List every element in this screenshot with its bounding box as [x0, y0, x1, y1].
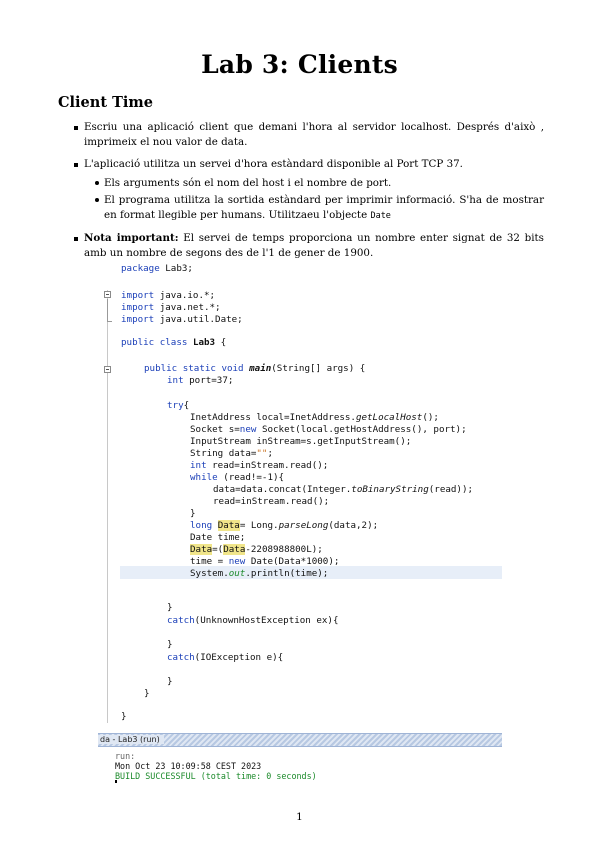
code-line: System.out.println(time);	[190, 568, 329, 579]
sub-bullet-item: El programa utilitza la sortida estàndar…	[58, 193, 544, 224]
code-line: time = new Date(Data*1000);	[190, 556, 340, 567]
code-line: public class Lab3 {	[121, 337, 227, 348]
output-tab-label[interactable]: da - Lab3 (run)	[98, 735, 164, 744]
date-class-name: Date	[370, 211, 391, 221]
fold-icon	[104, 291, 111, 298]
output-line: run:	[115, 751, 136, 761]
sub-bullet-item: Els arguments són el nom del host i el n…	[58, 176, 544, 191]
code-line: public static void main(String[] args) {	[144, 363, 366, 374]
code-line: int port=37;	[167, 375, 234, 386]
bullet-list: Escriu una aplicació client que demani l…	[58, 120, 544, 268]
text-cursor	[115, 780, 117, 783]
code-line: String data="";	[190, 448, 274, 459]
code-line: catch(IOException e){	[167, 652, 284, 663]
code-line: InetAddress local=InetAddress.getLocalHo…	[190, 412, 439, 423]
note-text: El servei de temps proporciona un nombre…	[84, 232, 544, 259]
bullet-item: L'aplicació utilitza un servei d'hora es…	[58, 157, 544, 172]
bullet-item-note: Nota important: El servei de temps propo…	[58, 231, 544, 261]
code-line: int read=inStream.read();	[190, 460, 329, 471]
code-line: }	[167, 676, 173, 687]
output-line: BUILD SUCCESSFUL (total time: 0 seconds)	[115, 771, 317, 781]
editor-gutter	[107, 290, 108, 723]
code-line: data=data.concat(Integer.toBinaryString(…	[213, 484, 474, 495]
code-line: catch(UnknownHostException ex){	[167, 615, 339, 626]
code-line: }	[144, 688, 150, 699]
sub-bullet-text: El programa utilitza la sortida estàndar…	[104, 194, 544, 221]
code-screenshot: package Lab3; import java.io.*; import j…	[98, 258, 502, 783]
fold-guide-end	[107, 321, 112, 322]
code-line: while (read!=-1){	[190, 472, 285, 483]
page-number: 1	[296, 811, 303, 823]
code-line: Socket s=new Socket(local.getHostAddress…	[190, 424, 467, 435]
output-line: Mon Oct 23 10:09:58 CEST 2023	[115, 761, 262, 771]
output-tab-bar[interactable]: da - Lab3 (run)	[98, 733, 502, 747]
code-line: import java.net.*;	[121, 302, 221, 313]
bullet-item: Escriu una aplicació client que demani l…	[58, 120, 544, 150]
page-title: Lab 3: Clients	[201, 50, 398, 79]
code-line: }	[190, 508, 196, 519]
code-line: }	[167, 602, 173, 613]
fold-icon	[104, 366, 111, 373]
code-line: Date time;	[190, 532, 246, 543]
code-line: InputStream inStream=s.getInputStream();	[190, 436, 412, 447]
code-line: Data=(Data-2208988800L);	[190, 544, 323, 555]
fold-guide	[107, 299, 108, 321]
code-line: long Data= Long.parseLong(data,2);	[190, 520, 379, 531]
code-line: import java.io.*;	[121, 290, 216, 301]
code-line: import java.util.Date;	[121, 314, 243, 325]
code-line: }	[121, 711, 127, 722]
code-line: }	[167, 639, 173, 650]
note-label: Nota important:	[84, 232, 179, 244]
bullet-text: L'aplicació utilitza un servei d'hora es…	[84, 158, 463, 170]
bullet-text: Escriu una aplicació client que demani l…	[84, 121, 544, 148]
sub-bullet-text: Els arguments són el nom del host i el n…	[104, 177, 392, 189]
section-title: Client Time	[58, 94, 153, 111]
code-line: read=inStream.read();	[213, 496, 330, 507]
current-line-highlight	[120, 566, 502, 579]
code-line: package Lab3;	[121, 263, 193, 274]
sub-bullet-list: Els arguments són el nom del host i el n…	[58, 176, 544, 224]
code-line: try{	[167, 400, 190, 411]
